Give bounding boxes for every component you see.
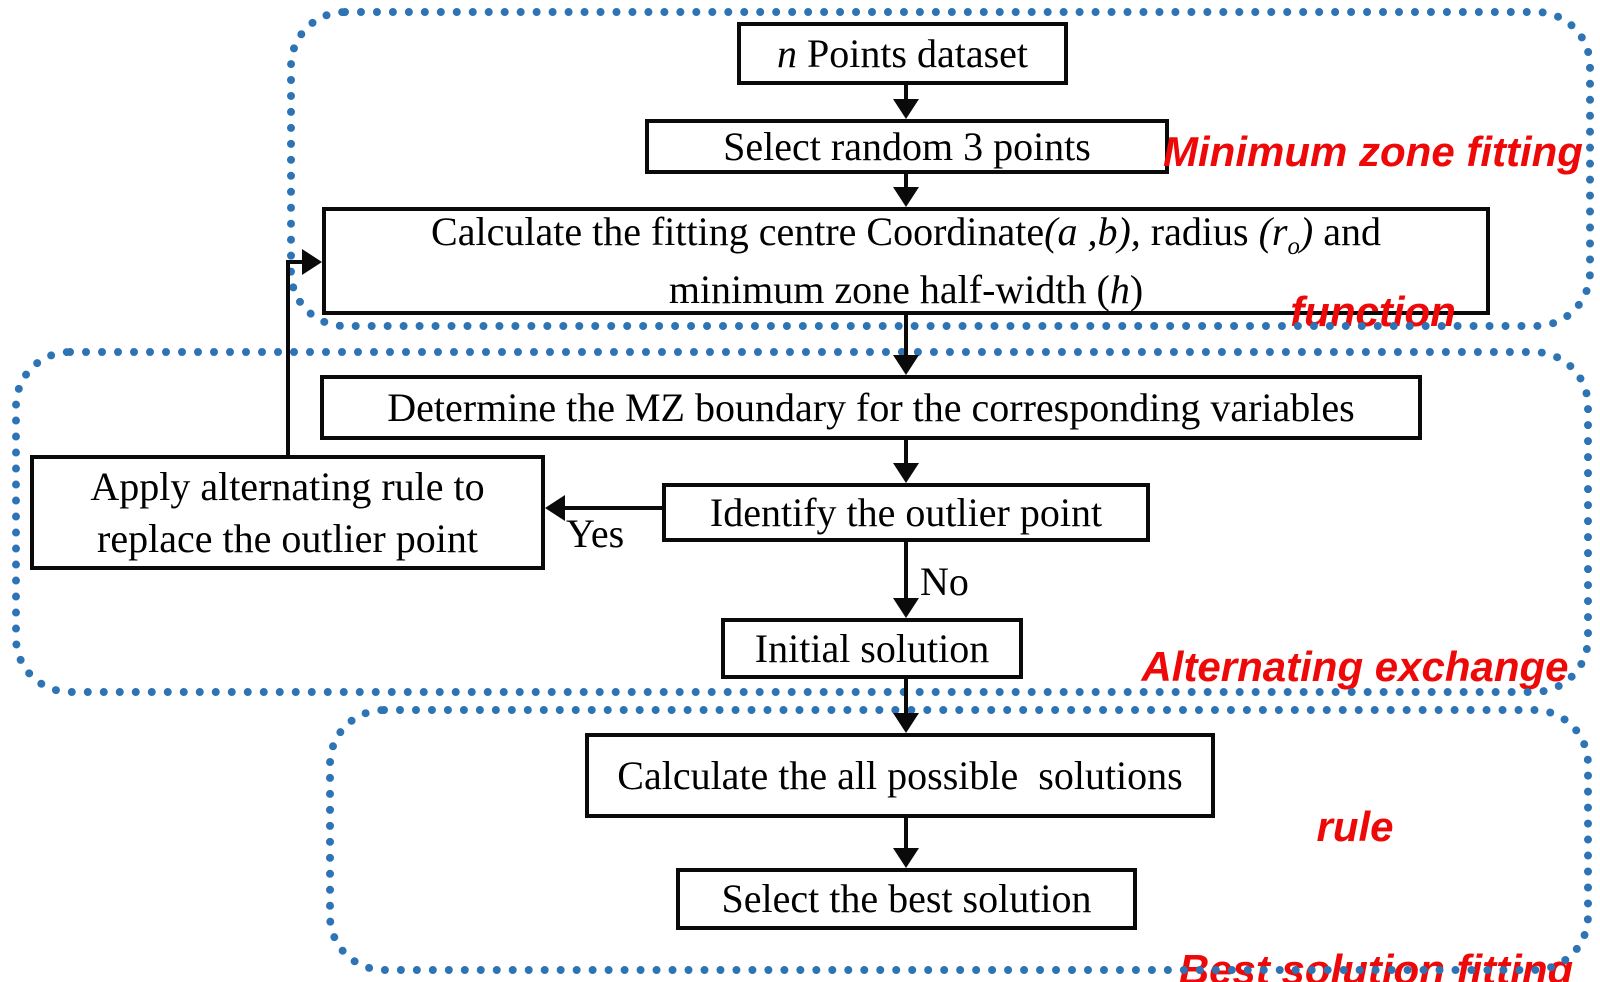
box-n-points-dataset-text: n Points dataset [776,30,1029,76]
box-initial-solution: Initial solution [721,618,1023,679]
arrow-feedback-head [302,249,322,275]
label-best-solution-line1: Best solution fitting [1178,945,1574,982]
box-determine-mz-boundary-text: Determine the MZ boundary for the corres… [387,384,1355,430]
arrow-select-to-calculate-stem [904,174,908,188]
box-calculate-fitting-line1: Calculate the fitting centre Coordinate(… [431,209,1381,261]
arrow-feedback-vertical-stem [286,262,290,455]
box-select-best-solution: Select the best solution [676,868,1137,930]
arrow-initial-to-calculateall-head [893,713,919,733]
box-identify-outlier-text: Identify the outlier point [709,489,1103,535]
label-alternating-exchange-rule: Alternating exchange rule [1125,533,1585,960]
box-initial-solution-text: Initial solution [754,625,990,671]
arrow-determine-to-identify-head [893,463,919,483]
box-select-random-points-text: Select random 3 points [723,123,1091,169]
label-minimum-zone-line2: function [1290,287,1456,335]
arrow-initial-to-calculateall-stem [904,679,908,714]
arrow-calculateall-to-selectbest-stem [904,818,908,849]
arrow-identify-to-initial-stem [904,542,908,599]
arrow-calculate-to-determine-head [893,355,919,375]
box-select-best-solution-text: Select the best solution [721,876,1092,921]
arrow-identify-to-apply-stem [565,506,662,510]
box-determine-mz-boundary: Determine the MZ boundary for the corres… [320,375,1422,440]
box-calculate-all-solutions: Calculate the all possible solutions [585,733,1215,818]
arrow-identify-to-initial-head [893,598,919,618]
arrow-feedback-horizontal-stem [286,260,302,264]
label-alternating-line1: Alternating exchange [1141,642,1569,690]
label-best-solution-fitting-function: Best solution fitting function [1151,836,1600,982]
box-calculate-all-solutions-text: Calculate the all possible solutions [617,752,1183,798]
arrow-select-to-calculate-head [893,187,919,207]
label-minimum-zone-fitting-function: Minimum zone fitting function [1138,18,1600,445]
edge-label-yes: Yes [566,511,625,556]
box-apply-alternating-rule: Apply alternating rule to replace the ou… [30,455,545,570]
box-apply-alternating-line1: Apply alternating rule to [90,463,485,509]
arrow-determine-to-identify-stem [904,440,908,464]
box-select-random-points: Select random 3 points [645,119,1169,174]
arrow-dataset-to-select-stem [904,85,908,100]
box-calculate-fitting-centre: Calculate the fitting centre Coordinate(… [322,207,1490,315]
edge-label-no: No [920,559,969,604]
box-identify-outlier: Identify the outlier point [662,483,1150,542]
box-n-points-dataset: n Points dataset [737,22,1068,85]
label-minimum-zone-line1: Minimum zone fitting [1163,127,1583,175]
arrow-identify-to-apply-head [545,495,565,521]
arrow-calculate-to-determine-stem [904,315,908,356]
box-apply-alternating-line2: replace the outlier point [97,515,478,561]
arrow-dataset-to-select-head [893,99,919,119]
arrow-calculateall-to-selectbest-head [893,848,919,868]
box-calculate-fitting-line2: minimum zone half-width (h) [668,266,1144,312]
label-alternating-line2: rule [1316,802,1394,850]
